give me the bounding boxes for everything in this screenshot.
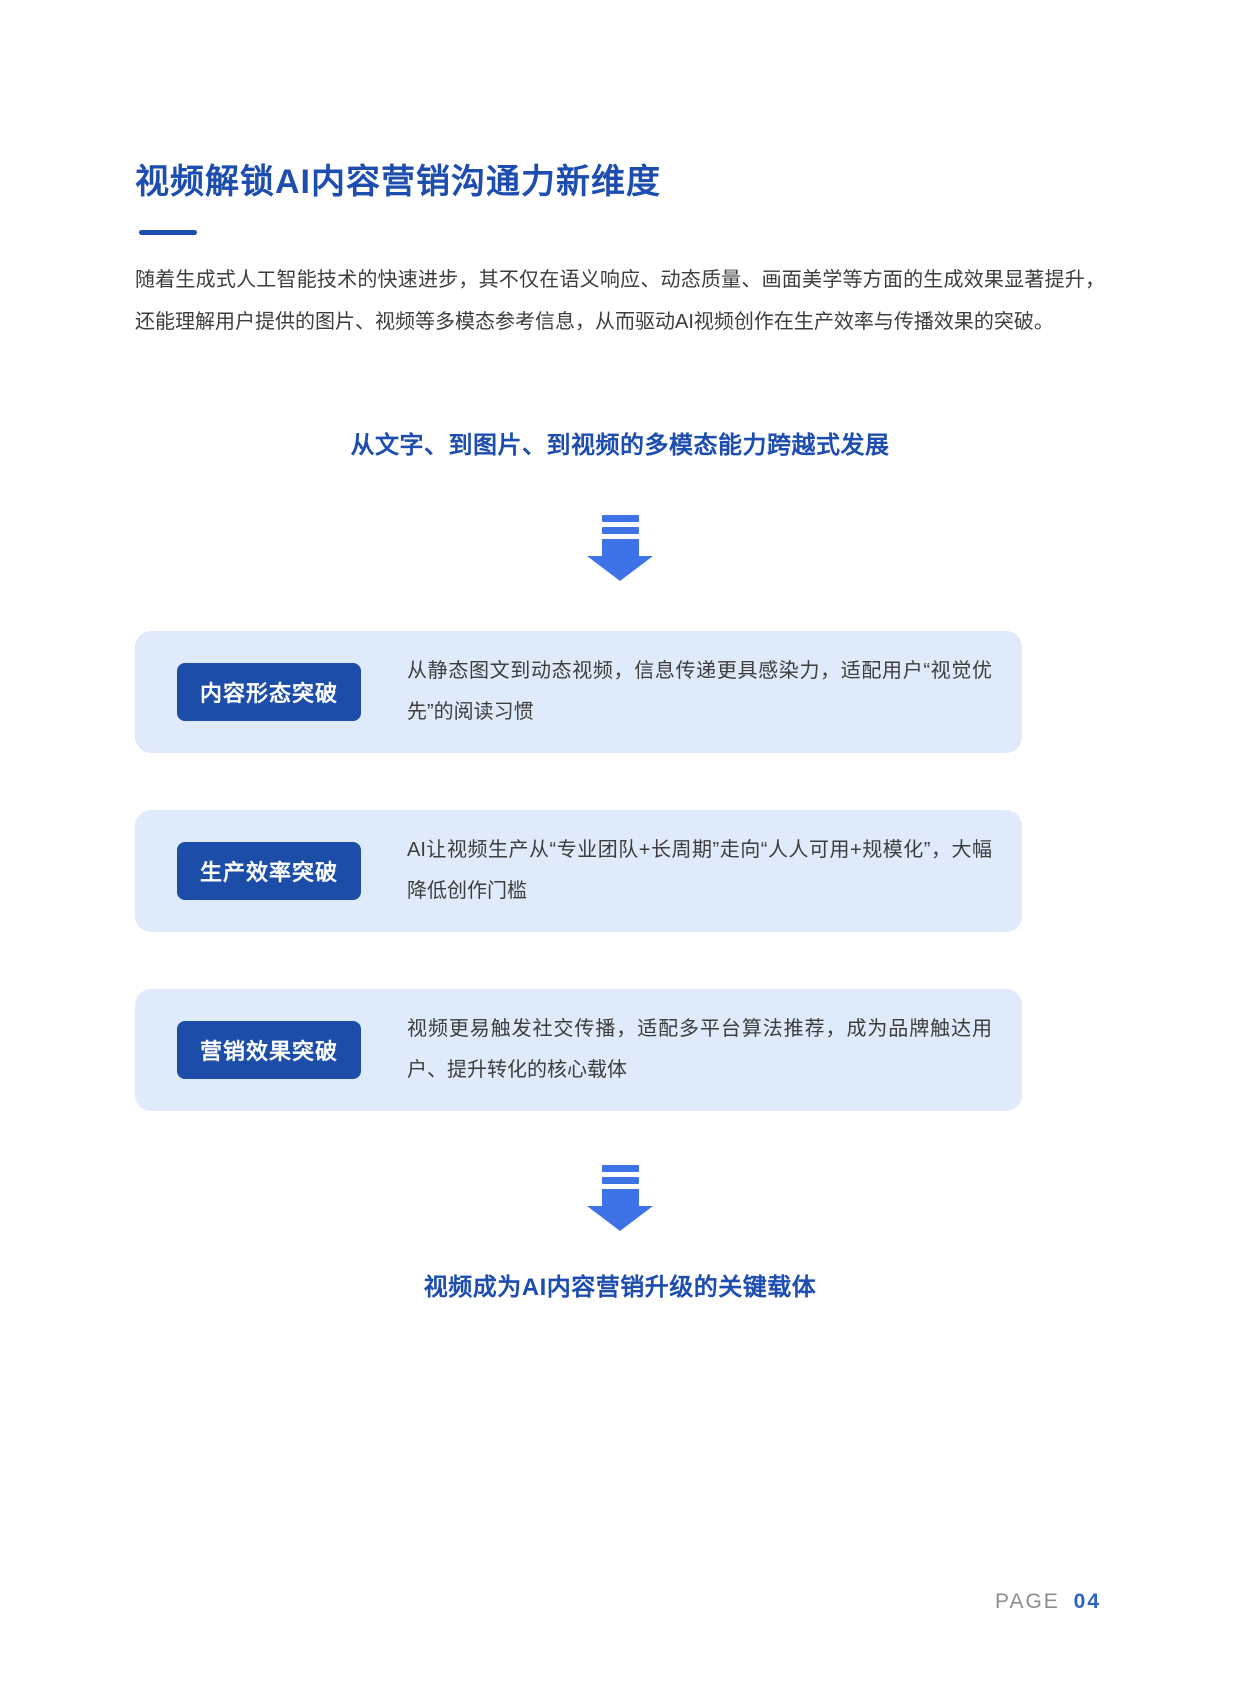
down-arrow-icon <box>135 515 1105 581</box>
flow-top-heading: 从文字、到图片、到视频的多模态能力跨越式发展 <box>350 432 890 459</box>
title-underline <box>139 230 197 235</box>
card-content-form: 内容形态突破 从静态图文到动态视频，信息传递更具感染力，适配用户“视觉优先”的阅… <box>135 631 1022 753</box>
card-badge: 生产效率突破 <box>177 842 362 900</box>
card-text: 视频更易触发社交传播，适配多平台算法推荐，成为品牌触达用户、提升转化的核心载体 <box>407 1018 992 1081</box>
down-arrow-bar <box>601 515 639 522</box>
card-text: 从静态图文到动态视频，信息传递更具感染力，适配用户“视觉优先”的阅读习惯 <box>407 660 992 723</box>
down-arrow-body <box>601 539 639 556</box>
footer-page-number: 04 <box>1073 1590 1101 1613</box>
footer-page-label: PAGE <box>995 1590 1060 1613</box>
flow-bottom-heading: 视频成为AI内容营销升级的关键载体 <box>423 1274 817 1301</box>
down-arrow-bar <box>601 1165 639 1172</box>
intro-paragraph: 随着生成式人工智能技术的快速进步，其不仅在语义响应、动态质量、画面美学等方面的生… <box>135 269 1105 333</box>
down-arrow-bar <box>601 1177 639 1184</box>
card-badge: 内容形态突破 <box>177 663 362 721</box>
down-arrow-body <box>601 1189 639 1206</box>
content-area: 视频解锁AI内容营销沟通力新维度 随着生成式人工智能技术的快速进步，其不仅在语义… <box>135 163 1105 1301</box>
page-title: 视频解锁AI内容营销沟通力新维度 <box>135 163 661 201</box>
card-badge: 营销效果突破 <box>177 1021 362 1079</box>
card-production-efficiency: 生产效率突破 AI让视频生产从“专业团队+长周期”走向“人人可用+规模化”，大幅… <box>135 810 1022 932</box>
breakthrough-card-list: 内容形态突破 从静态图文到动态视频，信息传递更具感染力，适配用户“视觉优先”的阅… <box>135 631 1022 1111</box>
page-footer: PAGE 04 <box>995 1590 1101 1614</box>
card-marketing-effect: 营销效果突破 视频更易触发社交传播，适配多平台算法推荐，成为品牌触达用户、提升转… <box>135 989 1022 1111</box>
down-arrow-tip <box>587 556 653 581</box>
down-arrow-tip <box>587 1206 653 1231</box>
card-text: AI让视频生产从“专业团队+长周期”走向“人人可用+规模化”，大幅降低创作门槛 <box>407 839 992 902</box>
down-arrow-icon <box>135 1165 1105 1231</box>
down-arrow-bar <box>601 527 639 534</box>
